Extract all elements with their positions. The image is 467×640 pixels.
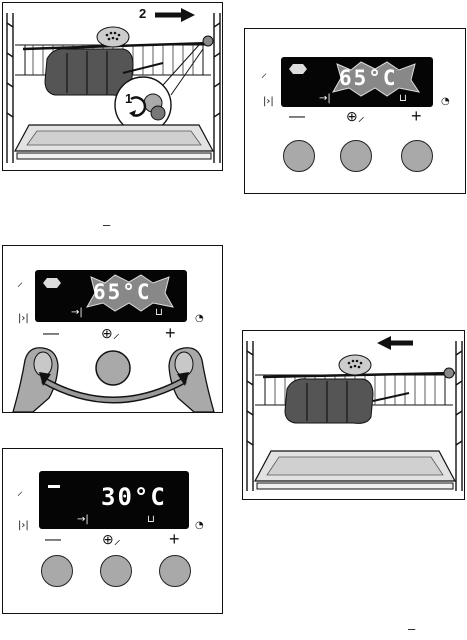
end-time-icon: |›| bbox=[18, 313, 29, 324]
minus-symbol: — bbox=[45, 531, 61, 548]
timer-icon: ◔ bbox=[195, 313, 204, 324]
probe-icon: ⸝ bbox=[17, 275, 24, 289]
end-time-icon: |›| bbox=[263, 96, 274, 107]
temperature-flash-shape bbox=[85, 274, 174, 312]
oven-figure-insert-probe: 1 2 bbox=[2, 2, 223, 171]
display-cook-icon: ⊔ bbox=[399, 93, 407, 104]
control-panel-30c: ⸝ |›| 30°C →| ⊔ ◔ — ⊕⸝ + bbox=[2, 448, 223, 614]
minus-button[interactable] bbox=[283, 140, 315, 172]
plus-symbol: + bbox=[165, 323, 176, 343]
oven-display: 65°C →| ⊔ bbox=[35, 270, 187, 322]
oven-display: 65°C →| ⊔ bbox=[281, 57, 433, 107]
oven-display: 30°C →| ⊔ bbox=[39, 471, 189, 529]
plus-symbol: + bbox=[169, 529, 180, 549]
clock-probe-symbol: ⊕⸝ bbox=[101, 325, 120, 341]
end-time-icon: |›| bbox=[18, 520, 29, 531]
plus-symbol: + bbox=[411, 106, 422, 126]
clock-button[interactable] bbox=[100, 555, 132, 587]
heating-indicator-icon bbox=[289, 64, 307, 74]
temperature-flash-shape bbox=[331, 61, 421, 97]
plus-button[interactable] bbox=[159, 555, 191, 587]
oven-interior-drawing bbox=[6, 8, 221, 163]
oven-figure-remove-probe bbox=[242, 330, 465, 500]
display-indicator-bar bbox=[48, 485, 60, 488]
display-cook-icon: ⊔ bbox=[155, 307, 163, 318]
clock-button[interactable] bbox=[340, 140, 372, 172]
temperature-readout: 65°C bbox=[339, 66, 398, 90]
clock-probe-symbol: ⊕⸝ bbox=[346, 108, 365, 124]
minus-symbol: — bbox=[43, 325, 59, 342]
display-arrow-icon: →| bbox=[319, 93, 331, 104]
page-mark-dash: – bbox=[103, 217, 111, 232]
probe-icon: ⸝ bbox=[17, 484, 24, 498]
timer-icon: ◔ bbox=[441, 96, 450, 107]
hand-pressing-buttons-illustration bbox=[12, 347, 215, 412]
temperature-readout: 65°C bbox=[93, 280, 152, 304]
display-arrow-icon: →| bbox=[77, 514, 89, 525]
minus-symbol: — bbox=[289, 108, 305, 125]
temperature-readout: 30°C bbox=[101, 483, 167, 511]
probe-icon: ⸝ bbox=[261, 66, 268, 80]
control-panel-65c: ⸝ |›| 65°C →| ⊔ ◔ — ⊕⸝ + bbox=[244, 28, 466, 194]
oven-interior-drawing bbox=[246, 336, 463, 491]
display-cook-icon: ⊔ bbox=[147, 514, 155, 525]
display-arrow-icon: →| bbox=[71, 307, 83, 318]
step-1-label: 1 bbox=[125, 91, 133, 106]
control-panel-hand-press: ⸝ |›| 65°C →| ⊔ ◔ — ⊕⸝ + bbox=[2, 245, 223, 413]
clock-probe-symbol: ⊕⸝ bbox=[102, 531, 121, 547]
plus-button[interactable] bbox=[401, 140, 433, 172]
minus-button[interactable] bbox=[41, 555, 73, 587]
timer-icon: ◔ bbox=[195, 520, 204, 531]
heating-indicator-icon bbox=[43, 278, 61, 288]
page-mark-dash: – bbox=[408, 621, 416, 636]
step-2-label: 2 bbox=[139, 6, 147, 21]
